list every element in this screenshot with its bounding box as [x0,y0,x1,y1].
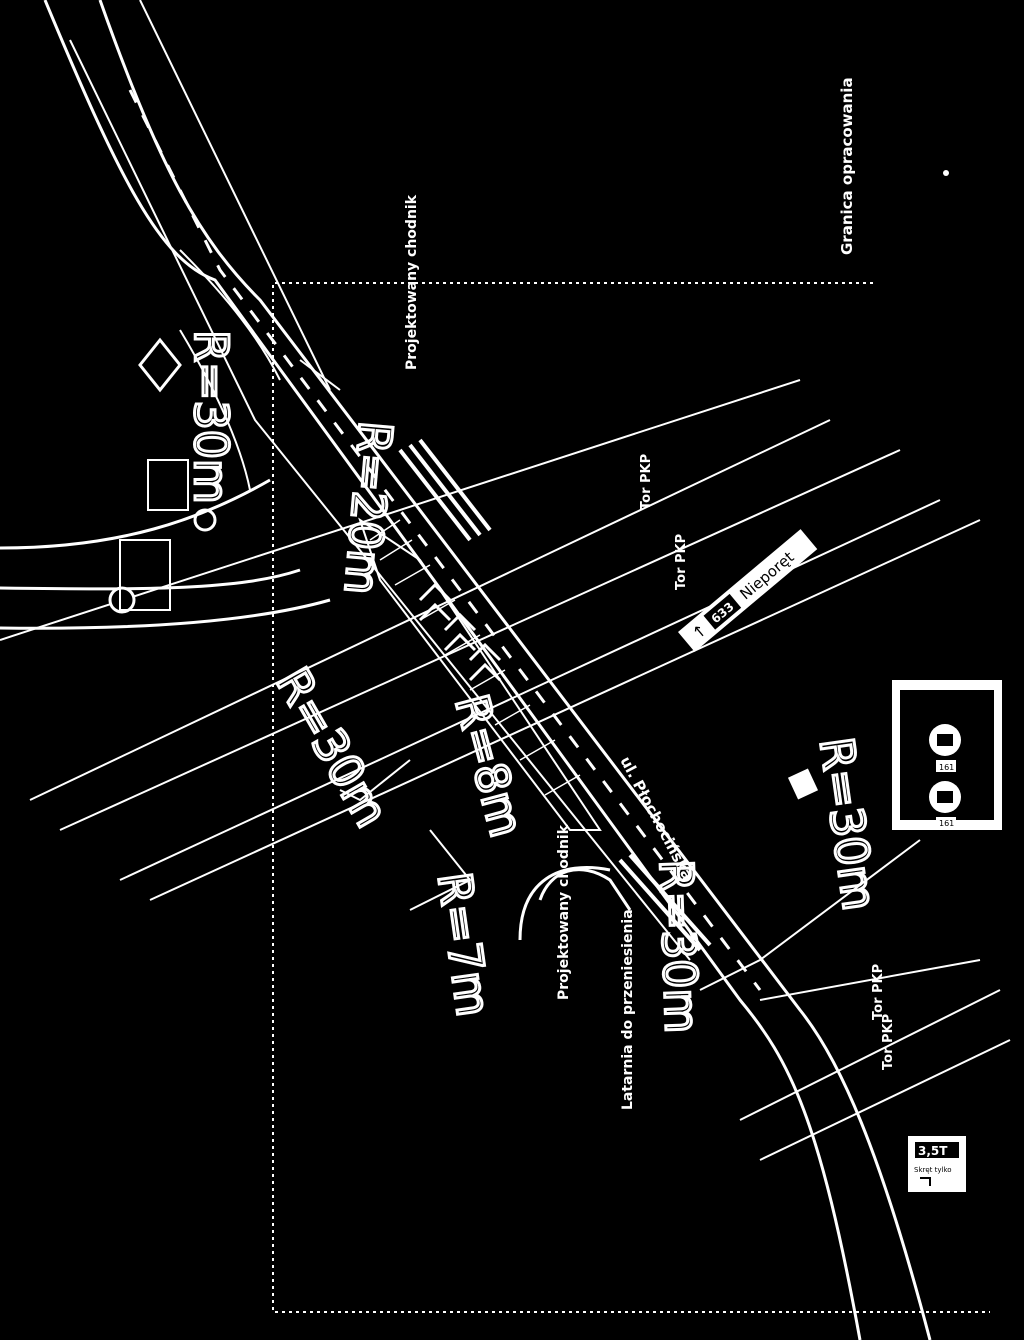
weight-limit-sign: 3,5T Skręt tylko [908,1136,966,1192]
boundary-label: Granica opracowania [838,77,856,255]
radius-label-lower: R=7m [427,869,501,1020]
kerb-curve [518,866,632,941]
track-label-4: Tor PKP [881,1014,896,1070]
truck-sign-number-a: 161 [939,763,954,772]
sidewalk-label-bottom: Projektowany chodnik [556,824,572,1000]
radius-leaders [299,359,921,991]
sidewalk-label-top: Projektowany chodnik [404,194,420,370]
radius-label-center: R=20m [334,419,403,597]
truck-restriction-board: 161 161 [892,680,1002,830]
lamp-label: Latarnia do przeniesienia [620,909,636,1110]
weight-limit-text: Skręt tylko [914,1166,952,1174]
pedestrian-crossings [398,438,712,952]
direction-sign: ↑ 633 Nieporęt [678,529,818,652]
radius-label-top: R=30m [184,330,238,504]
truck-sign-number-b: 161 [939,819,954,828]
weight-limit-value: 3,5T [918,1144,948,1158]
chevron-markings [418,582,502,682]
traffic-island [358,517,602,831]
track-label-2: Tor PKP [674,534,689,590]
radius-label-right-lower: R=30m [649,858,709,1034]
track-label-1: Tor PKP [639,454,654,510]
track-label-3: Tor PKP [871,964,886,1020]
small-arrow-sign [787,768,819,800]
dot-mark [943,170,949,176]
study-boundary [272,282,990,1313]
main-road [43,0,932,1340]
side-street [0,249,331,630]
sign-cluster-left [108,337,217,614]
radius-label-right: R=30m [809,734,887,914]
railway-tracks [0,379,1011,1161]
